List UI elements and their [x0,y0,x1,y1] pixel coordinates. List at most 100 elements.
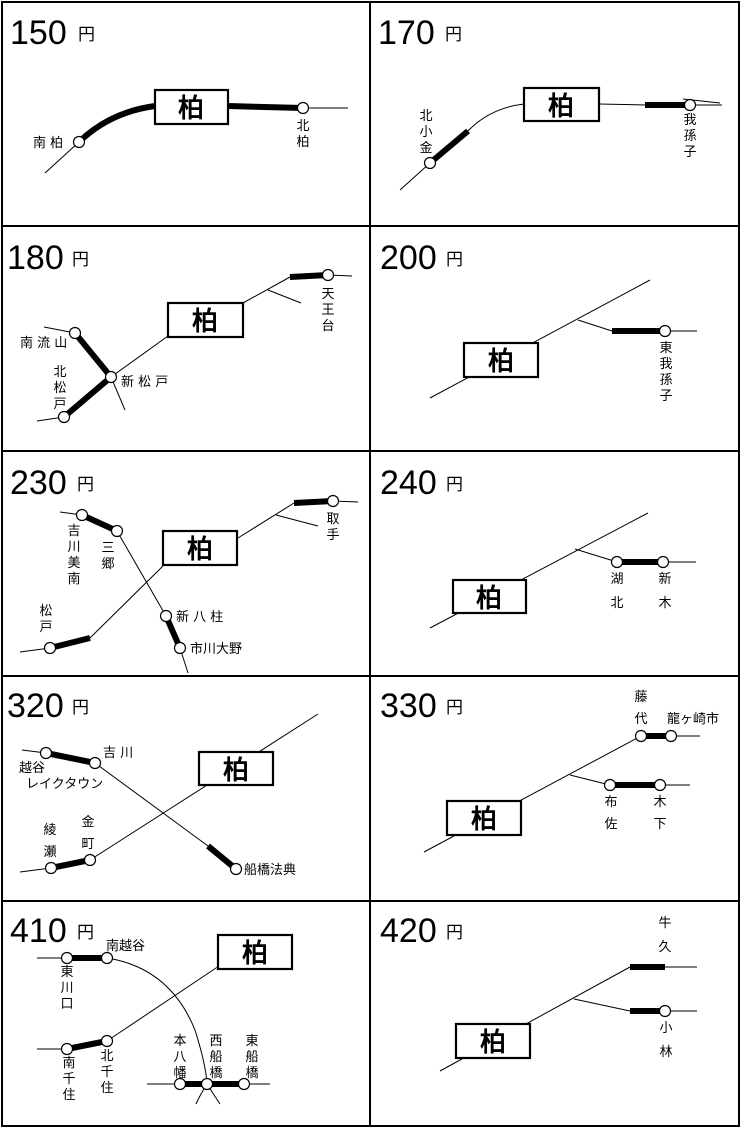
station-label: 北小金 [419,109,432,156]
station-marker [683,98,697,112]
hub-box [454,1022,532,1060]
hub-box [522,86,601,123]
station-label: 小林 [659,1021,672,1060]
station-marker [43,641,57,655]
station-label: 東我孫子 [659,340,672,404]
fare-price: 170 [378,14,435,52]
fare-panel-420: 420 円 柏 牛久 小林 [380,912,697,1072]
yen-unit: 円 [78,25,95,45]
station-marker [423,156,437,170]
fare-price: 200 [380,239,437,277]
station-marker [44,861,58,875]
station-marker [100,951,114,965]
station-marker [57,410,71,424]
yen-unit: 円 [445,25,462,45]
hub-label: 柏 [476,584,502,614]
fare-panel-410: 410 円 柏 南越谷 東川口 南千住 北千住 本八幡 西船橋 東船橋 [10,912,294,1105]
station-marker [653,778,667,792]
hub-box [166,301,245,339]
station-marker [88,756,102,770]
station-marker [296,101,310,115]
station-label: 南越谷 [106,938,145,954]
station-marker [664,729,678,743]
station-label: 船橋法典 [244,863,296,878]
station-marker [39,746,53,760]
station-label: 龍ヶ崎市 [667,711,719,727]
station-label: 本八幡 [173,1034,186,1081]
station-label: 吉川美南 [67,524,80,587]
fare-price: 410 [10,912,67,950]
station-marker [229,862,243,876]
hub-label: 柏 [187,535,213,565]
fare-price: 180 [7,239,64,277]
yen-unit: 円 [77,923,94,943]
station-label: 藤代 [634,690,647,727]
fare-panel-150: 150 円 柏 南 柏 北柏 [10,14,348,174]
station-marker [60,1042,74,1056]
fare-panel-170: 170 円 柏 北小金 我孫子 [378,14,722,191]
hub-label: 柏 [488,347,514,377]
station-label: 北松戸 [53,365,66,412]
fare-panel-240: 240 円 柏 湖北 新木 [380,464,696,629]
hub-label: 柏 [192,307,218,337]
yen-unit: 円 [77,475,94,495]
station-marker [321,268,335,282]
station-marker [656,555,670,569]
station-marker [658,324,672,338]
station-marker [100,1034,114,1048]
station-marker [326,494,340,508]
station-marker [104,370,118,384]
station-label: 新木 [658,571,671,611]
hub-box [216,933,294,971]
station-label: 吉 川 [103,746,133,761]
fare-price: 230 [10,464,67,502]
station-label: 北千住 [100,1049,113,1096]
station-marker [72,135,86,149]
station-marker [83,853,97,867]
hub-label: 柏 [471,805,497,835]
station-label: 南 流 山 [20,335,67,351]
station-marker [173,641,187,655]
hub-box [153,88,230,126]
fare-price: 330 [380,687,437,725]
fare-price: 420 [380,912,437,950]
station-label: 松戸 [39,604,52,635]
station-label: 東船橋 [245,1033,258,1081]
yen-unit: 円 [72,250,89,270]
station-marker [75,508,89,522]
station-marker [60,951,74,965]
station-label: 新 松 戸 [121,374,168,390]
station-label: 湖北 [610,572,623,611]
station-label: 木下 [653,795,666,832]
station-label: 市川大野 [190,641,242,657]
fare-price: 320 [7,687,64,725]
station-label: 南 柏 [33,135,63,151]
station-label: 東川口 [60,964,73,1012]
station-marker [159,609,173,623]
station-marker [634,729,648,743]
station-label: 牛久 [658,916,671,955]
hub-label: 柏 [480,1028,506,1058]
hub-box [451,578,528,615]
fare-panel-330: 330 円 柏 藤代 龍ヶ崎市 布佐 木下 [380,687,719,853]
yen-unit: 円 [446,250,463,270]
hub-label: 柏 [223,756,249,786]
yen-unit: 円 [446,475,463,495]
station-marker [200,1077,214,1091]
yen-unit: 円 [446,923,463,943]
station-marker [658,1004,672,1018]
station-label: 綾瀬 [43,822,56,860]
yen-unit: 円 [446,698,463,718]
yen-unit: 円 [72,698,89,718]
fare-price: 150 [10,14,67,52]
fare-panel-200: 200 円 柏 東我孫子 [380,239,697,404]
hub-label: 柏 [548,92,574,122]
station-label: 布佐 [604,795,617,832]
hub-label: 柏 [178,94,204,124]
fare-price: 240 [380,464,437,502]
station-marker [610,555,624,569]
hub-box [197,750,275,787]
station-marker [603,778,617,792]
fare-panel-320: 320 円 柏 吉 川 越谷レイクタウン 綾瀬 金町 船橋法典 [7,687,319,878]
station-marker [68,326,82,340]
